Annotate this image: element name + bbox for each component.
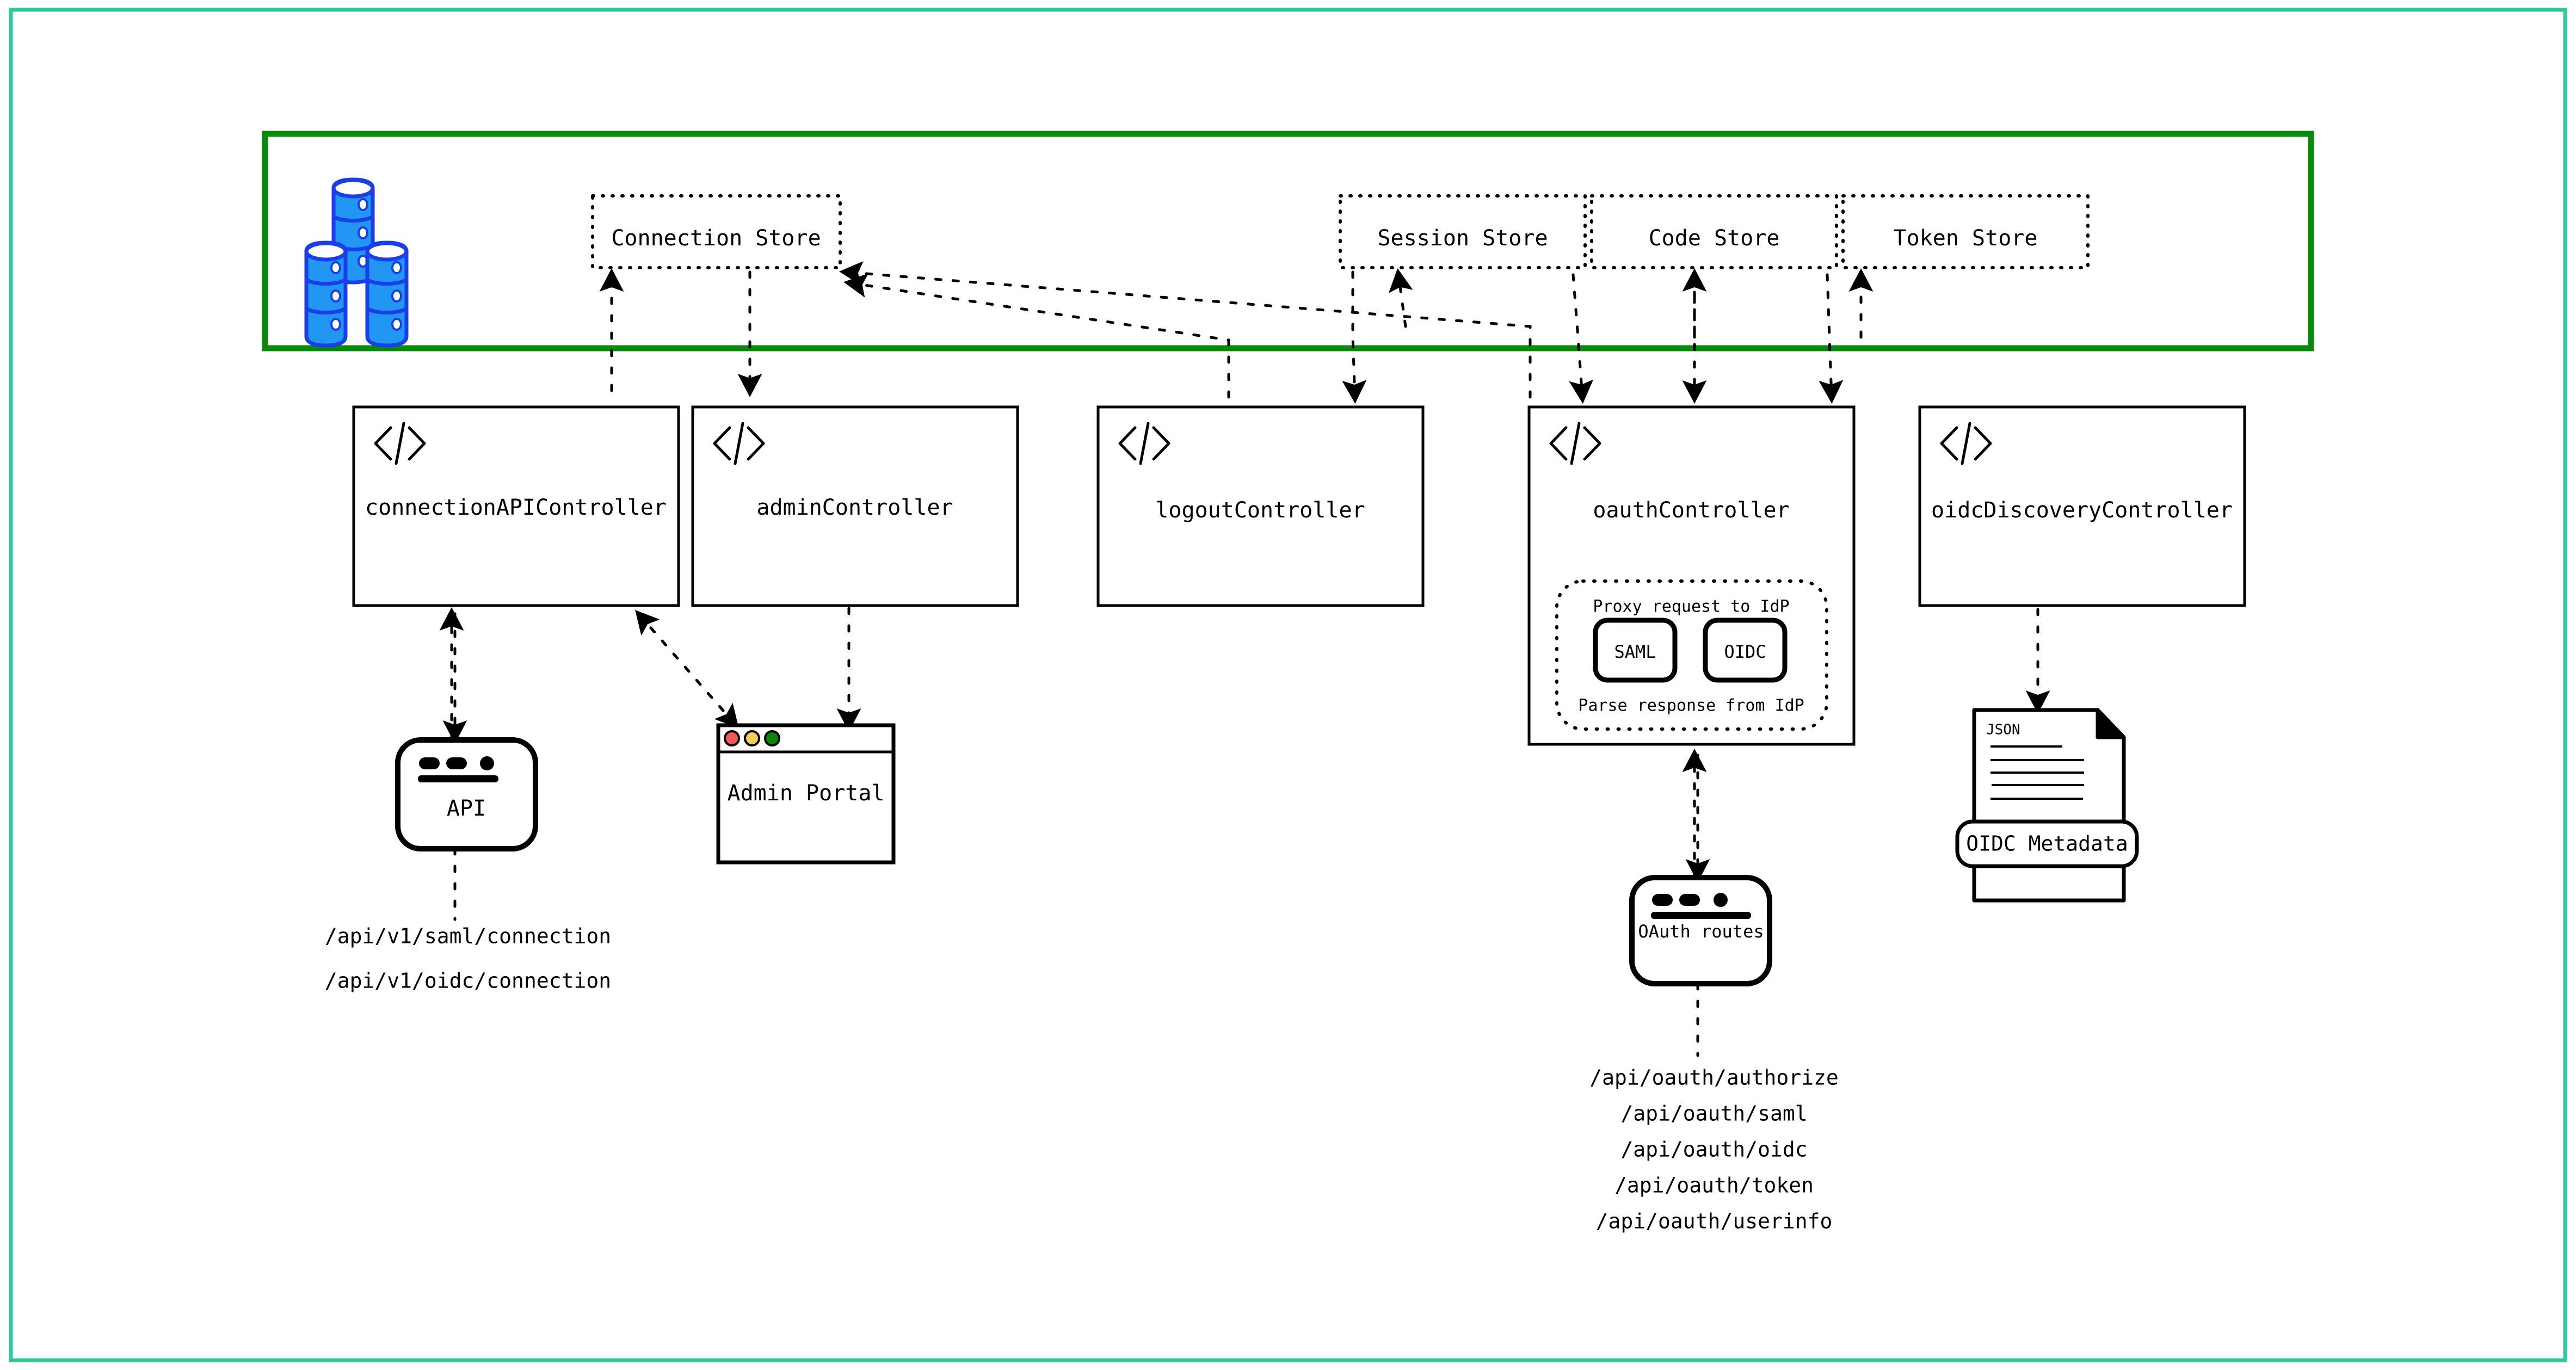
window-dot-right [1714,893,1728,907]
code-icon [1549,422,1601,465]
oidc-discovery-controller-label: oidcDiscoveryController [1931,498,2233,523]
logout-controller-label: logoutController [1155,498,1365,523]
connection-api-controller[interactable]: connectionAPIController [352,405,680,607]
connection-path-0: /api/v1/saml/connection [325,924,611,948]
window-dot-left [1652,894,1673,906]
oauth-path-1: /api/oauth/saml [1620,1102,1807,1126]
edge-token-store-to-oauth [1819,273,1844,404]
connection-api-path-list: /api/v1/saml/connection /api/v1/oidc/con… [325,924,611,993]
admin-portal-node[interactable]: Admin Portal [716,723,896,865]
connection-store-label: Connection Store [611,226,821,251]
connection-api-controller-label: connectionAPIController [365,495,667,520]
idp-proxy-group: Proxy request to IdP SAML OIDC Parse res… [1555,579,1828,731]
admin-controller[interactable]: adminController [691,405,1019,607]
window-dot-left [419,757,440,769]
window-dot-mid [446,757,467,769]
edge-session-store-to-logout [1342,270,1367,404]
json-badge-label: JSON [1986,722,2020,738]
oauth-path-0: /api/oauth/authorize [1589,1066,1839,1090]
oidc-metadata-node[interactable]: JSON OIDC Metadata [1955,708,2139,903]
json-document-icon: JSON [1972,708,2126,903]
window-dot-right [480,756,494,770]
connection-store[interactable]: Connection Store [591,194,842,269]
oidc-protocol-chip[interactable]: OIDC [1703,618,1788,683]
traffic-light-yellow [744,730,760,746]
edge-session-store-to-oauth [1569,273,1594,404]
traffic-light-green [764,730,780,746]
admin-portal-label: Admin Portal [728,781,885,806]
saml-protocol-chip[interactable]: SAML [1593,618,1678,683]
outer-frame [9,8,2567,1362]
proxy-request-label: Proxy request to IdP [1593,597,1789,616]
oauth-controller-label: oauthController [1593,498,1789,523]
oauth-path-list: /api/oauth/authorize /api/oauth/saml /ap… [1589,1066,1839,1233]
code-icon [374,422,426,465]
code-store[interactable]: Code Store [1590,194,1838,269]
oauth-controller[interactable]: oauthController Proxy request to IdP SAM… [1527,405,1856,746]
oauth-path-3: /api/oauth/token [1614,1174,1814,1198]
edge-admin-to-adminportal [638,613,739,729]
database-stack-icon [304,177,409,348]
oauth-path-2: /api/oauth/oidc [1620,1138,1807,1162]
session-store-label: Session Store [1377,226,1548,251]
oidc-metadata-label: OIDC Metadata [1966,832,2128,856]
traffic-light-red [724,730,740,746]
admin-controller-label: adminController [756,495,953,520]
edge-oauth-to-connection-store [839,261,1532,399]
oidc-discovery-controller[interactable]: oidcDiscoveryController [1918,405,2246,607]
saml-chip-label: SAML [1614,641,1656,662]
connection-path-1: /api/v1/oidc/connection [325,969,611,993]
token-store-label: Token Store [1894,226,2038,251]
api-node-label: API [447,796,486,821]
code-icon [1118,422,1170,465]
logout-controller[interactable]: logoutController [1096,405,1425,607]
code-icon [1940,422,1992,465]
code-icon [713,422,765,465]
token-store[interactable]: Token Store [1841,194,2090,269]
oauth-routes-label: OAuth routes [1638,921,1764,942]
oauth-path-4: /api/oauth/userinfo [1596,1209,1833,1233]
oauth-routes-node[interactable]: OAuth routes [1629,875,1772,986]
edge-logout-to-connection-store [843,273,1230,399]
session-store[interactable]: Session Store [1339,194,1587,269]
window-bar-rule [418,775,498,782]
parse-response-label: Parse response from IdP [1578,696,1804,715]
window-dot-mid [1679,894,1700,906]
window-bar-rule [1651,912,1751,919]
code-store-label: Code Store [1649,226,1780,251]
api-node[interactable]: API [395,737,538,851]
oidc-chip-label: OIDC [1724,641,1766,662]
